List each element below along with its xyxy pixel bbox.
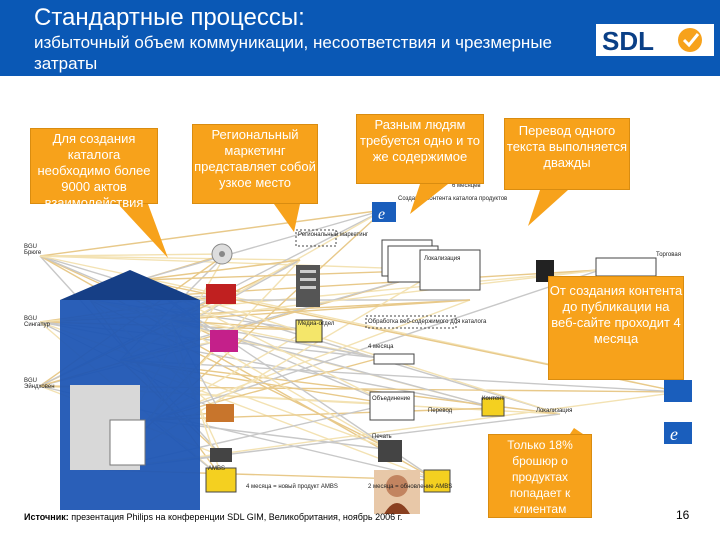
callout-brochures: Только 18% брошюр о продуктах попадает к… xyxy=(488,434,592,518)
svg-text:SDL: SDL xyxy=(602,26,654,56)
bu-label: BGU Сингапур xyxy=(24,316,50,328)
label-update: 2 месяца = обновление AMBS xyxy=(368,484,453,490)
connection-line xyxy=(149,299,471,421)
connection-line xyxy=(169,269,601,321)
calendar-icon xyxy=(206,284,236,304)
label-localization: Локализация xyxy=(536,408,573,414)
callout-regional: Региональный маркетинг представляет собо… xyxy=(192,124,318,204)
source-text: презентация Philips на конференции SDL G… xyxy=(71,512,403,522)
source-note: Источник: презентация Philips на конфере… xyxy=(24,512,402,522)
label-regional-marketing: Региональный маркетинг xyxy=(298,232,369,238)
callout-translate-twice: Перевод одного текста выполняется дважды xyxy=(504,118,630,190)
label-six-months: 6 месяцев xyxy=(452,183,481,189)
label-localization-top: Локализация xyxy=(424,256,461,262)
connection-line xyxy=(39,253,227,257)
connection-line xyxy=(39,255,441,271)
page-title: Стандартные процессы: xyxy=(34,4,305,31)
people-icon xyxy=(210,330,238,352)
label-new-product: 4 месяца = новый продукт AMBS xyxy=(246,484,338,490)
connection-line xyxy=(149,269,601,421)
bu-label: BGU Эйндховен xyxy=(24,378,55,390)
connection-line xyxy=(39,209,385,257)
bu-label: BGU Брюге xyxy=(24,244,42,256)
page-number: 16 xyxy=(676,508,690,522)
connection-line xyxy=(169,319,393,451)
callout-catalog: Для создания каталога необходимо более 9… xyxy=(30,128,158,210)
connection-line xyxy=(169,299,471,321)
phone-icon xyxy=(210,448,232,462)
label-web-content: Обработка веб-содержимого для каталога xyxy=(368,319,487,325)
callout-four-months: От создания контента до публикации на ве… xyxy=(548,276,684,380)
label-catalog-content: Создание контента каталога продуктов xyxy=(398,196,508,202)
folder-icon xyxy=(206,404,234,422)
header-banner: Стандартные процессы: избыточный объем к… xyxy=(0,0,720,76)
sdl-logo: SDL xyxy=(596,24,714,56)
label-merge: Объединение xyxy=(372,396,411,402)
connection-line xyxy=(169,319,381,359)
connection-line xyxy=(39,255,301,261)
label-print: Печать xyxy=(372,434,392,440)
label-four-months: 4 месяца xyxy=(368,344,394,350)
label-media: Медиа-отдел xyxy=(298,321,335,327)
label-trade: Торговая xyxy=(656,252,681,258)
page-subtitle: избыточный объем коммуникации, несоответ… xyxy=(34,33,552,73)
source-prefix: Источник: xyxy=(24,512,69,522)
svg-text:e: e xyxy=(670,424,678,444)
label-translation: Перевод xyxy=(428,408,453,414)
callout-same-content: Разным людям требуется одно и то же соде… xyxy=(356,114,484,184)
svg-text:e: e xyxy=(378,206,385,223)
label-mis: AMBS xyxy=(208,466,226,472)
connection-line xyxy=(139,259,301,281)
label-content: Контент xyxy=(482,396,505,402)
connection-line xyxy=(139,209,385,281)
